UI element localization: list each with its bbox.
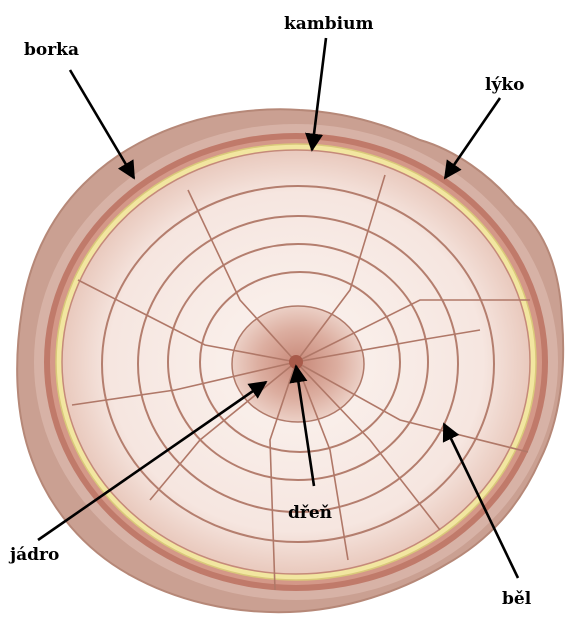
label-dren: dřeň (288, 503, 332, 523)
arrow-borka (70, 70, 134, 178)
label-bel: běl (502, 589, 532, 609)
label-lyko: lýko (485, 75, 524, 95)
label-jadro: jádro (8, 545, 59, 565)
label-borka: borka (24, 40, 79, 60)
label-kambium: kambium (284, 14, 373, 34)
